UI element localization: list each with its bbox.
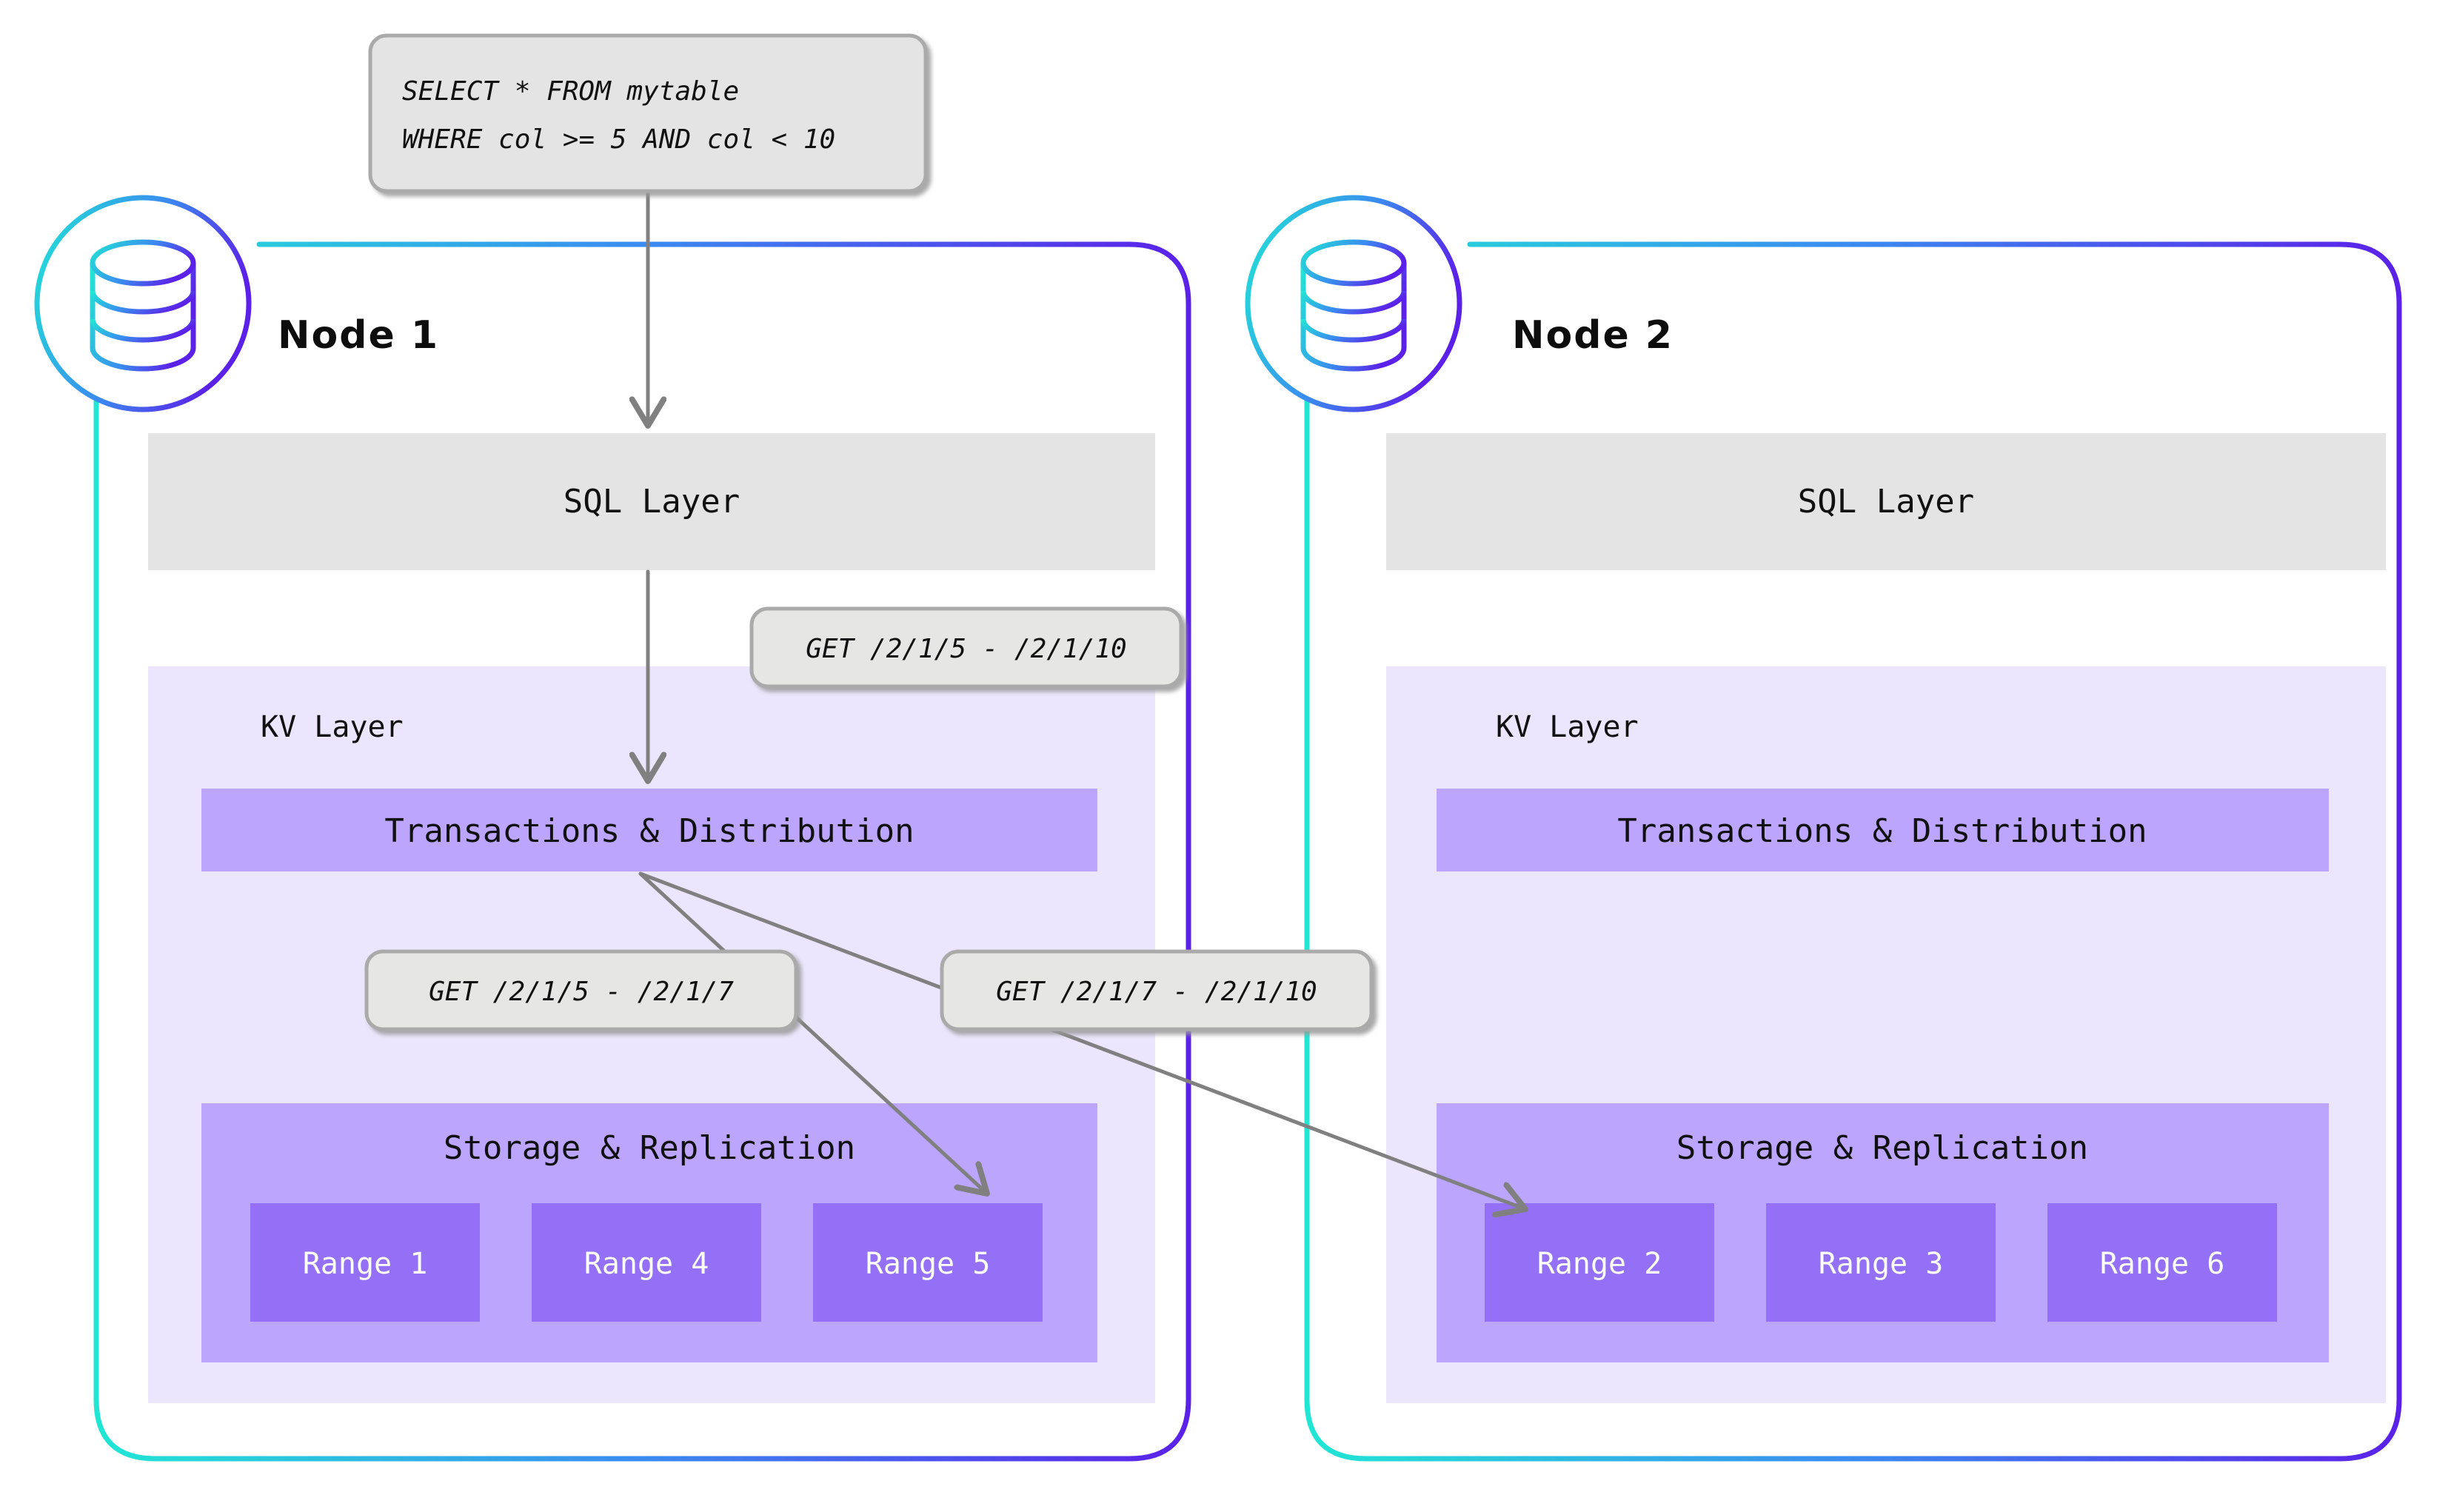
callout-range-2: GET /2/1/7 - /2/1/10 [940,949,1374,1031]
node-1-sql-layer-box [148,433,1155,570]
node-1-transactions-label: Transactions & Distribution [384,812,914,850]
node-2-transactions-band [1437,789,2329,872]
sql-query-line-0: SELECT * FROM mytable [402,76,739,107]
node-2-kv-layer-label: KV Layer [1496,710,1639,744]
node-1-range-label-1: Range 4 [584,1247,709,1281]
node-2-labels: Node 2 SQL Layer KV Layer Transactions &… [1496,313,2224,1281]
node-2-sql-layer-label: SQL Layer [1798,483,1974,521]
sql-query-line-1: WHERE col >= 5 AND col < 10 [402,124,835,155]
callout-range-5: GET /2/1/5 - /2/1/7 [364,949,798,1031]
callout-range-5-label: GET /2/1/5 - /2/1/7 [429,977,734,1007]
node-2-transactions-label: Transactions & Distribution [1617,812,2147,850]
node-1-labels: Node 1 SQL Layer KV Layer Transactions &… [261,313,990,1281]
node-1-range-label-0: Range 1 [303,1247,428,1281]
node-1-title: Node 1 [278,313,439,358]
node-1-kv-layer-label: KV Layer [261,710,404,744]
node-1-range-box-1[interactable] [532,1203,761,1322]
node-2-range-box-0[interactable] [1485,1203,1714,1322]
node-1-transactions-band [201,789,1097,872]
node-2-database-icon [1245,195,1462,412]
node-1-range-label-2: Range 5 [866,1247,991,1281]
arrow-transactions-to-range-5 [638,872,987,1194]
node-2-title: Node 2 [1512,313,1673,358]
sql-query-box: SELECT * FROM mytable WHERE col >= 5 AND… [368,33,928,193]
callout-sql-to-kv-label: GET /2/1/5 - /2/1/10 [806,634,1126,664]
node-2-range-label-2: Range 6 [2100,1247,2225,1281]
node-2-range-label-0: Range 2 [1537,1247,1662,1281]
flow-arrows [638,189,1525,1209]
arrow-transactions-to-range-2 [638,872,1525,1209]
node-1-sql-layer-label: SQL Layer [564,483,740,521]
node-1-range-box-0[interactable] [250,1203,480,1322]
callout-sql-to-kv: GET /2/1/5 - /2/1/10 [749,606,1183,689]
node-1-range-box-2[interactable] [813,1203,1043,1322]
node-1-storage-label: Storage & Replication [444,1129,855,1167]
node-2-range-box-2[interactable] [2047,1203,2277,1322]
node-2-range-box-1[interactable] [1766,1203,1996,1322]
node-2-sql-layer-box [1386,433,2386,570]
node-2-panels [1386,433,2386,1403]
node-1-database-icon [34,195,252,412]
node-2-range-label-1: Range 3 [1819,1247,1944,1281]
node-1-panels [148,433,1155,1403]
callout-range-2-label: GET /2/1/7 - /2/1/10 [996,977,1317,1007]
node-2-storage-label: Storage & Replication [1676,1129,2088,1167]
